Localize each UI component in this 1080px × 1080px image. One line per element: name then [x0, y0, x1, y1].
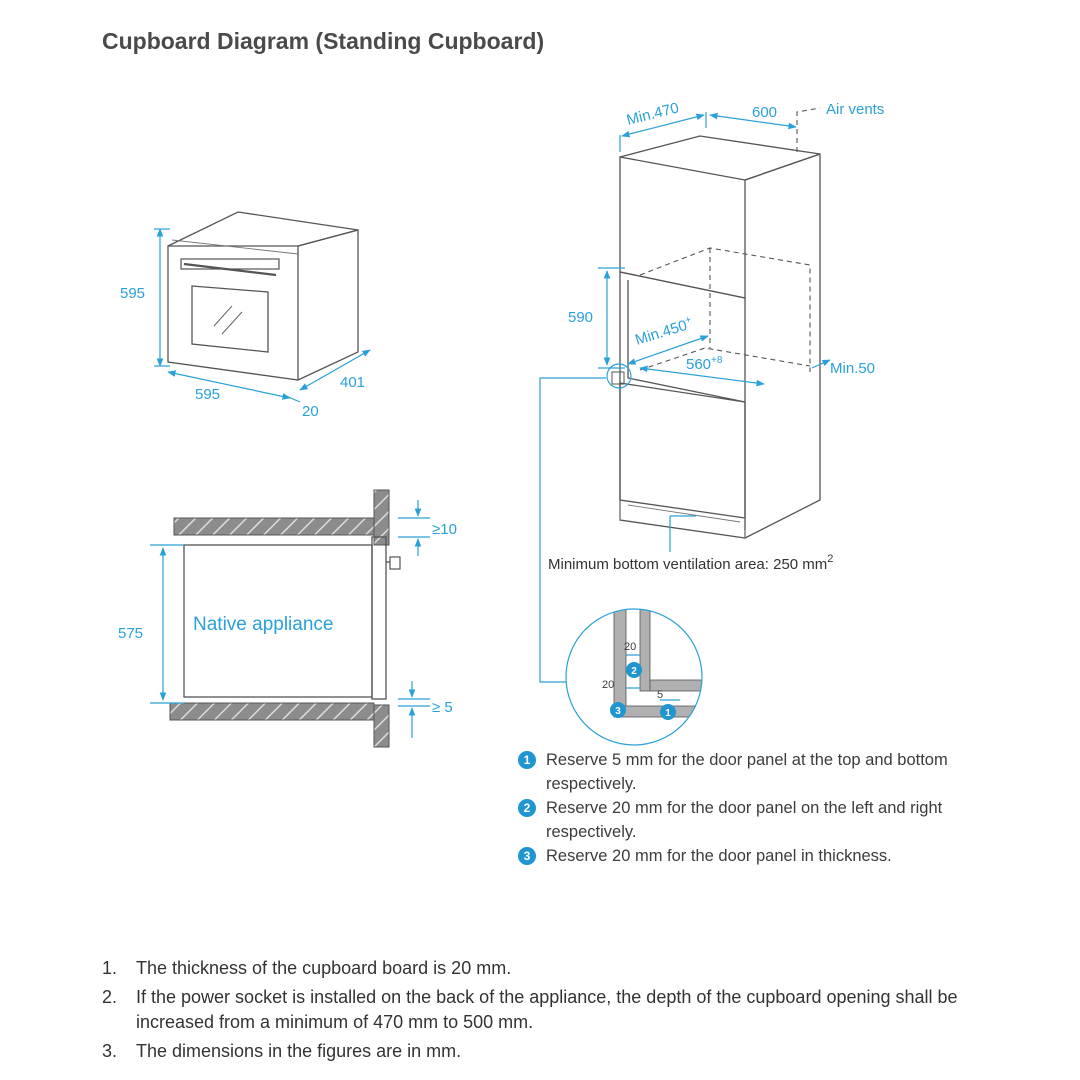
detail-dim-b: 20 — [602, 679, 614, 691]
bottom-gap-label: ≥ 5 — [432, 699, 453, 716]
cabinet-width-label: 600 — [752, 104, 777, 121]
note-text: The dimensions in the figures are in mm. — [136, 1041, 462, 1061]
min-depth-label: Min.470 — [625, 99, 681, 128]
section-view: Native appliance 575 ≥10 ≥ 5 — [118, 489, 457, 748]
oven-depth-label: 401 — [340, 374, 365, 391]
note-number: 2. — [102, 987, 118, 1007]
oven-top-face — [167, 211, 359, 247]
detail-badge-3: 3 — [615, 706, 621, 717]
min-depth-dimension — [621, 113, 705, 138]
min-50-label: Min.50 — [830, 360, 875, 377]
top-board — [173, 517, 375, 536]
legend-text: Reserve 5 mm for the door panel at the t… — [546, 751, 948, 793]
oven-handle-bar — [183, 262, 277, 277]
oven-handle — [180, 258, 280, 270]
note-number: 3. — [102, 1041, 118, 1061]
cabinet-opening — [619, 271, 746, 539]
note-number: 1. — [102, 958, 118, 978]
niche-back-outline — [639, 247, 811, 372]
cabinet-width-dimension — [709, 112, 797, 130]
oven-depth-dimension — [299, 349, 371, 391]
section-height-label: 575 — [118, 625, 143, 642]
oven-window — [191, 285, 269, 353]
note-item: 3. The dimensions in the figures are in … — [102, 1039, 982, 1064]
legend-item: 2 Reserve 20 mm for the door panel on th… — [518, 796, 988, 844]
detail-callout: 20 20 5 2 1 3 — [539, 363, 703, 746]
legend-badge-1: 1 — [518, 751, 536, 769]
opening-width-dimension — [639, 365, 765, 387]
legend-item: 3 Reserve 20 mm for the door panel in th… — [518, 844, 988, 868]
air-vents-label: Air vents — [826, 101, 884, 118]
opening-height-label: 590 — [568, 309, 593, 326]
bottom-board — [169, 702, 375, 721]
legend-text: Reserve 20 mm for the door panel in thic… — [546, 847, 892, 865]
detail-badge-2: 2 — [631, 666, 637, 677]
oven-width-dimension — [167, 370, 291, 400]
min-450-dimension — [627, 335, 709, 365]
top-gap-label: ≥10 — [432, 521, 457, 538]
cabinet-drawing: Min.470 600 Air vents 590 Min.450+ 560+8… — [548, 99, 884, 573]
appliance-label: Native appliance — [193, 614, 333, 635]
detail-leader-line — [539, 377, 606, 683]
note-item: 2. If the power socket is installed on t… — [102, 985, 982, 1035]
legend-item: 1 Reserve 5 mm for the door panel at the… — [518, 748, 988, 796]
door-handle — [389, 556, 401, 570]
legend-badge-2: 2 — [518, 799, 536, 817]
ventilation-label: Minimum bottom ventilation area: 250 mm2 — [548, 553, 833, 573]
note-text: If the power socket is installed on the … — [136, 987, 958, 1032]
legend-text: Reserve 20 mm for the door panel on the … — [546, 799, 943, 841]
oven-side-face — [297, 229, 359, 381]
legend-badge-3: 3 — [518, 847, 536, 865]
note-item: 1. The thickness of the cupboard board i… — [102, 956, 982, 981]
oven-height-label: 595 — [120, 285, 145, 302]
detail-circle — [565, 608, 703, 746]
oven-panel-label: 20 — [302, 403, 319, 420]
opening-width-label: 560+8 — [686, 355, 723, 373]
oven-width-label: 595 — [195, 386, 220, 403]
note-text: The thickness of the cupboard board is 2… — [136, 958, 512, 978]
detail-badge-1: 1 — [665, 708, 671, 719]
appliance-door — [371, 536, 387, 700]
air-vent-leader — [796, 107, 821, 152]
detail-dim-c: 5 — [657, 689, 663, 701]
oven-3d-drawing: 595 595 401 20 — [120, 211, 371, 420]
page-title: Cupboard Diagram (Standing Cupboard) — [102, 28, 545, 54]
legend: 1 Reserve 5 mm for the door panel at the… — [518, 748, 988, 868]
upper-door — [619, 156, 746, 299]
detail-dim-a: 20 — [624, 641, 636, 653]
notes-list: 1. The thickness of the cupboard board i… — [102, 956, 982, 1068]
